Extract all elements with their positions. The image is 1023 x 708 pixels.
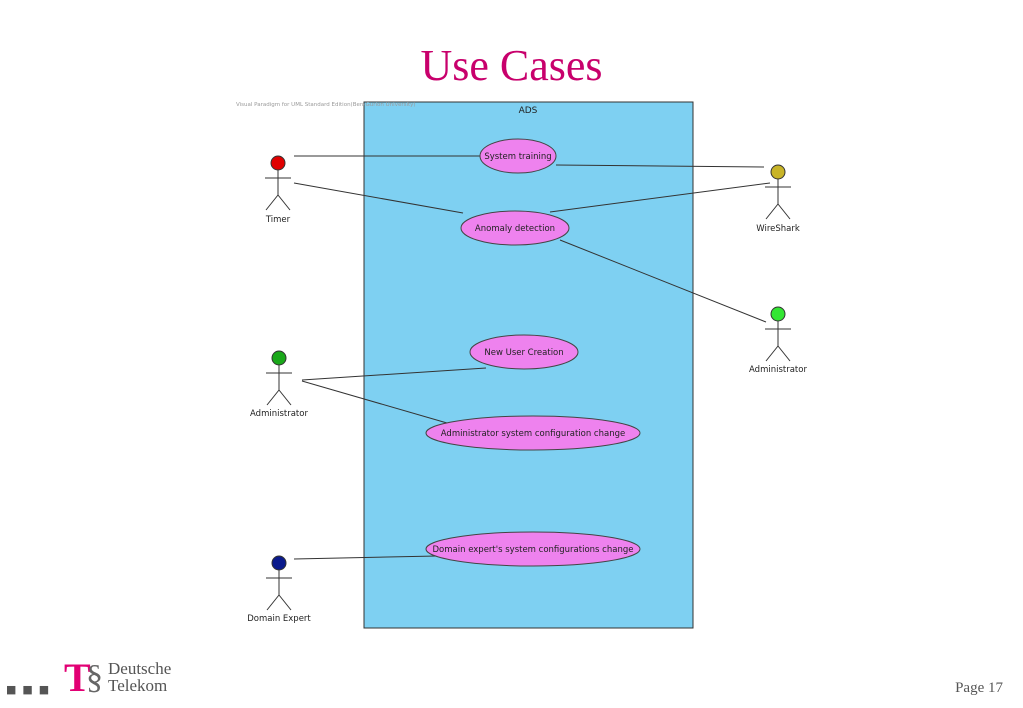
actor-label: WireShark — [756, 224, 800, 234]
actor-domain-expert: Domain Expert — [247, 555, 311, 624]
actor-wireshark: WireShark — [756, 164, 800, 234]
actor-leg — [278, 389, 292, 406]
association-lines — [293, 155, 771, 560]
association-line — [293, 555, 438, 560]
use-case-label: System training — [484, 152, 551, 162]
actor-head — [271, 350, 287, 366]
telekom-t-icon: T — [64, 655, 91, 700]
logo-wordmark: Deutsche Telekom — [108, 660, 171, 694]
use-case-ellipse — [460, 210, 570, 246]
actor-leg — [765, 345, 779, 362]
actor-timer: Timer — [265, 155, 291, 225]
tool-watermark: Visual Paradigm for UML Standard Edition… — [236, 102, 416, 108]
association-line — [301, 367, 487, 381]
use-case-ellipse — [425, 415, 641, 451]
use-case-ellipse — [479, 138, 557, 174]
slide-title: Use Cases — [420, 41, 603, 90]
actor-leg — [777, 203, 791, 220]
actor-head — [270, 155, 286, 171]
use-case-ellipse — [425, 531, 641, 567]
page-number: Page 17 — [955, 680, 1003, 696]
actor-leg — [266, 594, 280, 611]
use-case-admin-config-change: Administrator system configuration chang… — [425, 415, 641, 451]
actor-administrator-right: Administrator — [749, 306, 807, 375]
use-case-label: Anomaly detection — [475, 224, 555, 234]
actor-leg — [265, 194, 279, 211]
use-case-new-user-creation: New User Creation — [469, 334, 579, 370]
actor-leg — [777, 345, 791, 362]
actor-leg — [277, 194, 291, 211]
actor-leg — [278, 594, 292, 611]
section-sign-icon: § — [86, 659, 103, 696]
system-name: ADS — [519, 106, 538, 116]
actor-head — [770, 164, 786, 180]
actor-label: Administrator — [250, 409, 308, 419]
actor-administrator-left: Administrator — [250, 350, 308, 419]
use-case-label: Domain expert's system configurations ch… — [433, 545, 634, 555]
actor-label: Administrator — [749, 365, 807, 375]
association-line — [555, 164, 765, 168]
use-case-anomaly-detection: Anomaly detection — [460, 210, 570, 246]
use-case-domain-config-change: Domain expert's system configurations ch… — [425, 531, 641, 567]
use-case-label: New User Creation — [484, 348, 563, 358]
actor-label: Domain Expert — [247, 614, 311, 624]
use-case-ellipse — [469, 334, 579, 370]
use-case-label: Administrator system configuration chang… — [441, 429, 625, 439]
footer-dots: ■■■ — [6, 683, 56, 696]
association-line — [293, 182, 464, 214]
actor-head — [271, 555, 287, 571]
actor-leg — [765, 203, 779, 220]
association-line — [559, 239, 767, 323]
logo-line-1: Deutsche — [108, 659, 172, 678]
association-line — [549, 182, 771, 213]
use-case-system-training: System training — [479, 138, 557, 174]
actor-head — [770, 306, 786, 322]
actor-leg — [266, 389, 280, 406]
logo-line-2: Telekom — [108, 676, 168, 695]
actor-label: Timer — [265, 215, 291, 225]
association-line — [301, 380, 448, 424]
